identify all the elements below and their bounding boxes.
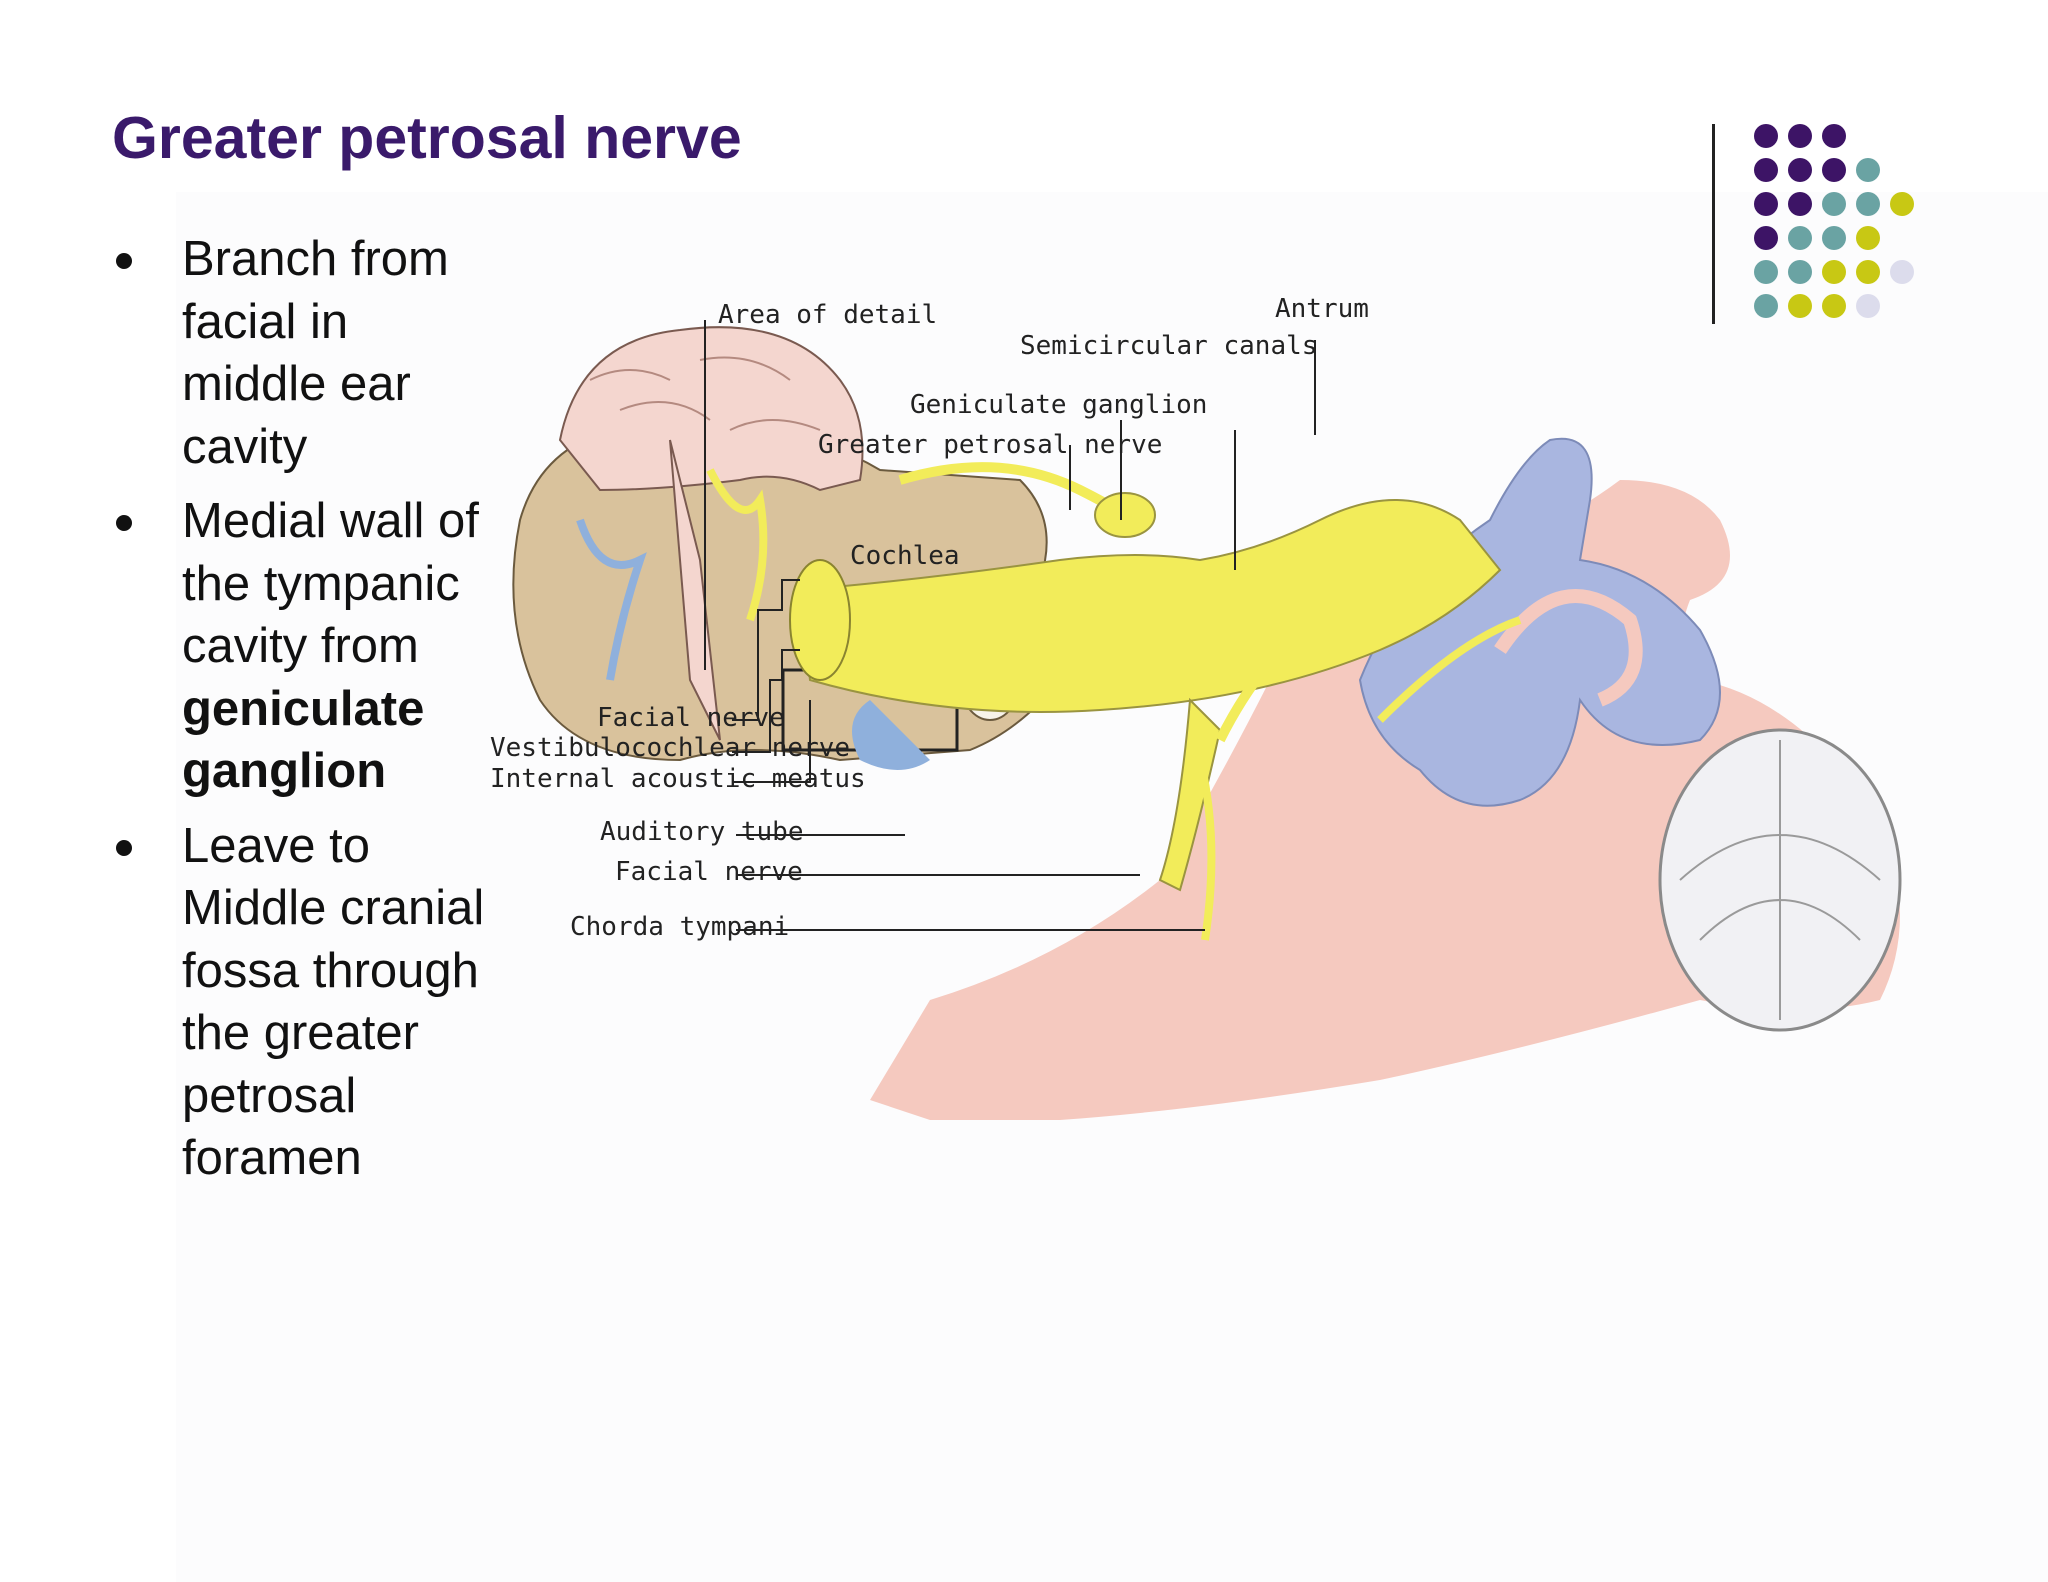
bullet-bold-text: geniculate ganglion — [182, 681, 425, 799]
decor-dot — [1822, 294, 1846, 318]
geniculate-ganglion-shape — [1094, 492, 1156, 538]
chorda-tympani-shape — [1196, 759, 1216, 941]
decor-dot — [1788, 294, 1812, 318]
bullet-list: Branch from facial in middle ear cavity … — [112, 228, 492, 1202]
decor-dot — [1788, 192, 1812, 216]
decor-dot — [1890, 192, 1914, 216]
label-geniculate-ganglion: Geniculate ganglion — [910, 390, 1208, 420]
decor-dot — [1754, 226, 1778, 250]
decor-dot — [1822, 158, 1846, 182]
decor-dot — [1788, 124, 1812, 148]
label-chorda-tympani: Chorda tympani — [570, 912, 790, 942]
label-greater-petrosal-nerve: Greater petrosal nerve — [818, 430, 1163, 460]
decor-dot — [1754, 294, 1778, 318]
title-divider-line — [1712, 124, 1715, 324]
label-vestibulocochlear-nerve: Vestibulocochlear nerve — [490, 733, 851, 763]
semicircular-canals-shape — [1358, 437, 1721, 807]
decor-dot — [1856, 294, 1880, 318]
decor-dot — [1890, 260, 1914, 284]
decor-dot — [1754, 260, 1778, 284]
slide-title: Greater petrosal nerve — [112, 105, 742, 171]
decor-dot — [1822, 226, 1846, 250]
decor-dot — [1856, 260, 1880, 284]
bullet-text: Medial wall of the tympanic cavity from — [182, 494, 479, 673]
bullet-item: Leave to Middle cranial fossa through th… — [112, 815, 492, 1190]
decor-dot — [1856, 192, 1880, 216]
bullet-marker — [116, 839, 132, 856]
decor-dot — [1754, 124, 1778, 148]
bullet-marker — [116, 515, 132, 531]
decor-dot — [1822, 192, 1846, 216]
decor-dot — [1788, 226, 1812, 250]
decor-dot — [1788, 260, 1812, 284]
facial-vestibulocochlear-nerve-bundle — [798, 499, 1502, 713]
label-area-of-detail: Area of detail — [718, 300, 938, 330]
label-antrum: Antrum — [1275, 294, 1369, 324]
bullet-item: Medial wall of the tympanic cavity from … — [112, 490, 492, 803]
decorative-dot-grid — [1750, 120, 1930, 330]
bullet-text: Branch from facial in middle ear cavity — [182, 232, 449, 474]
ear-anatomy-figure: Area of detail Antrum Semicircular canal… — [490, 294, 1950, 1280]
ear-anatomy-illustration — [512, 320, 1902, 1120]
decor-dot — [1822, 124, 1846, 148]
decor-dot — [1856, 226, 1880, 250]
decor-dot — [1856, 158, 1880, 182]
label-semicircular-canals: Semicircular canals — [1020, 331, 1318, 361]
decor-dot — [1754, 192, 1778, 216]
label-cochlea: Cochlea — [850, 541, 960, 571]
decor-dot — [1822, 260, 1846, 284]
label-internal-acoustic-meatus: Internal acoustic meatus — [490, 764, 866, 794]
decor-dot — [1788, 158, 1812, 182]
bullet-text: Leave to Middle cranial fossa through th… — [182, 818, 485, 1186]
label-facial-nerve-lower: Facial nerve — [615, 857, 803, 887]
decor-dot — [1754, 158, 1778, 182]
label-facial-nerve-upper: Facial nerve — [597, 703, 785, 733]
bullet-item: Branch from facial in middle ear cavity — [112, 228, 492, 478]
label-auditory-tube: Auditory tube — [600, 817, 804, 847]
bullet-marker — [116, 253, 132, 269]
